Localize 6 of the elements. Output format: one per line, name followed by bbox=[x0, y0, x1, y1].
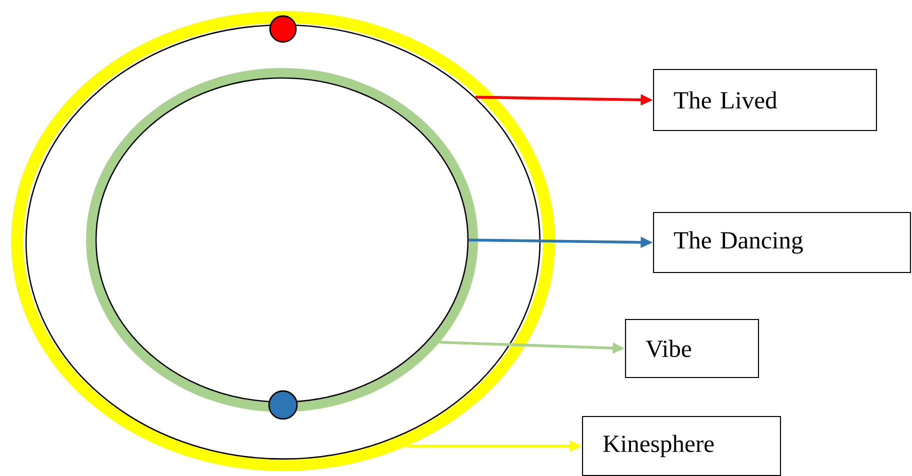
label-box: The Lived bbox=[653, 69, 878, 132]
dot bbox=[269, 15, 297, 43]
label-box: The Dancing bbox=[653, 212, 911, 274]
label-box: Kinesphere bbox=[582, 416, 782, 476]
label-box: Vibe bbox=[625, 318, 760, 378]
dot bbox=[268, 390, 298, 420]
